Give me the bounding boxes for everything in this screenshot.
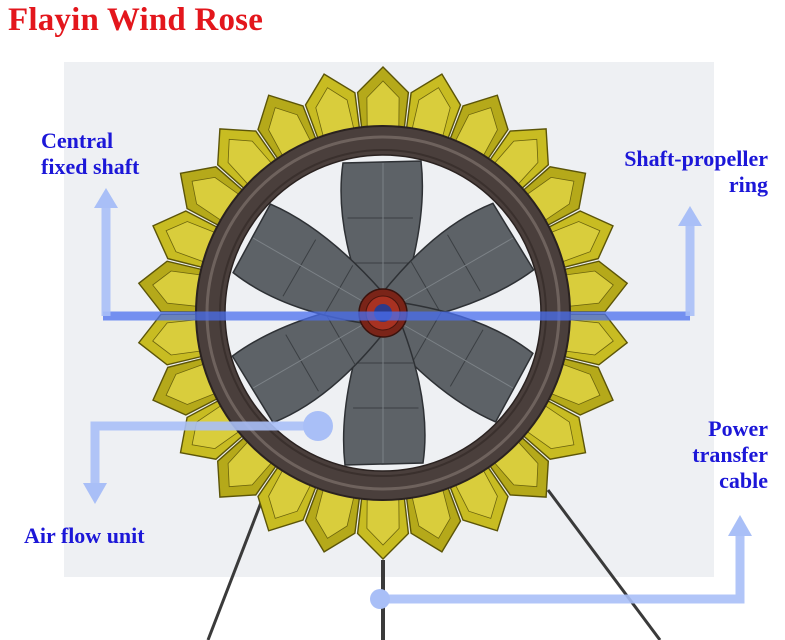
callout-dot-icon [370,589,390,609]
callout-power-cable [380,533,745,604]
label-line: Central [41,128,114,153]
down-arrow-icon [83,483,107,504]
label-power-transfer-cable: Power transfer cable [692,416,768,494]
label-line: Power [708,416,768,441]
label-line: ring [728,172,768,197]
up-arrow-icon [728,515,752,536]
label-central-fixed-shaft: Central fixed shaft [41,128,139,180]
up-arrow-icon [678,206,702,226]
propeller-blades [231,160,535,466]
label-line: cable [719,468,768,493]
label-line: transfer [692,442,768,467]
label-line: fixed shaft [41,154,140,179]
label-air-flow-unit: Air flow unit [24,523,145,548]
callout-dot-icon [303,411,333,441]
propeller-blade [231,300,391,424]
up-arrow-icon [94,188,118,208]
callout-air-flow [90,421,318,485]
label-shaft-propeller-ring: Shaft-propeller ring [624,146,768,198]
page-title: Flayin Wind Rose [8,2,264,38]
label-line: Shaft-propeller [624,146,768,171]
